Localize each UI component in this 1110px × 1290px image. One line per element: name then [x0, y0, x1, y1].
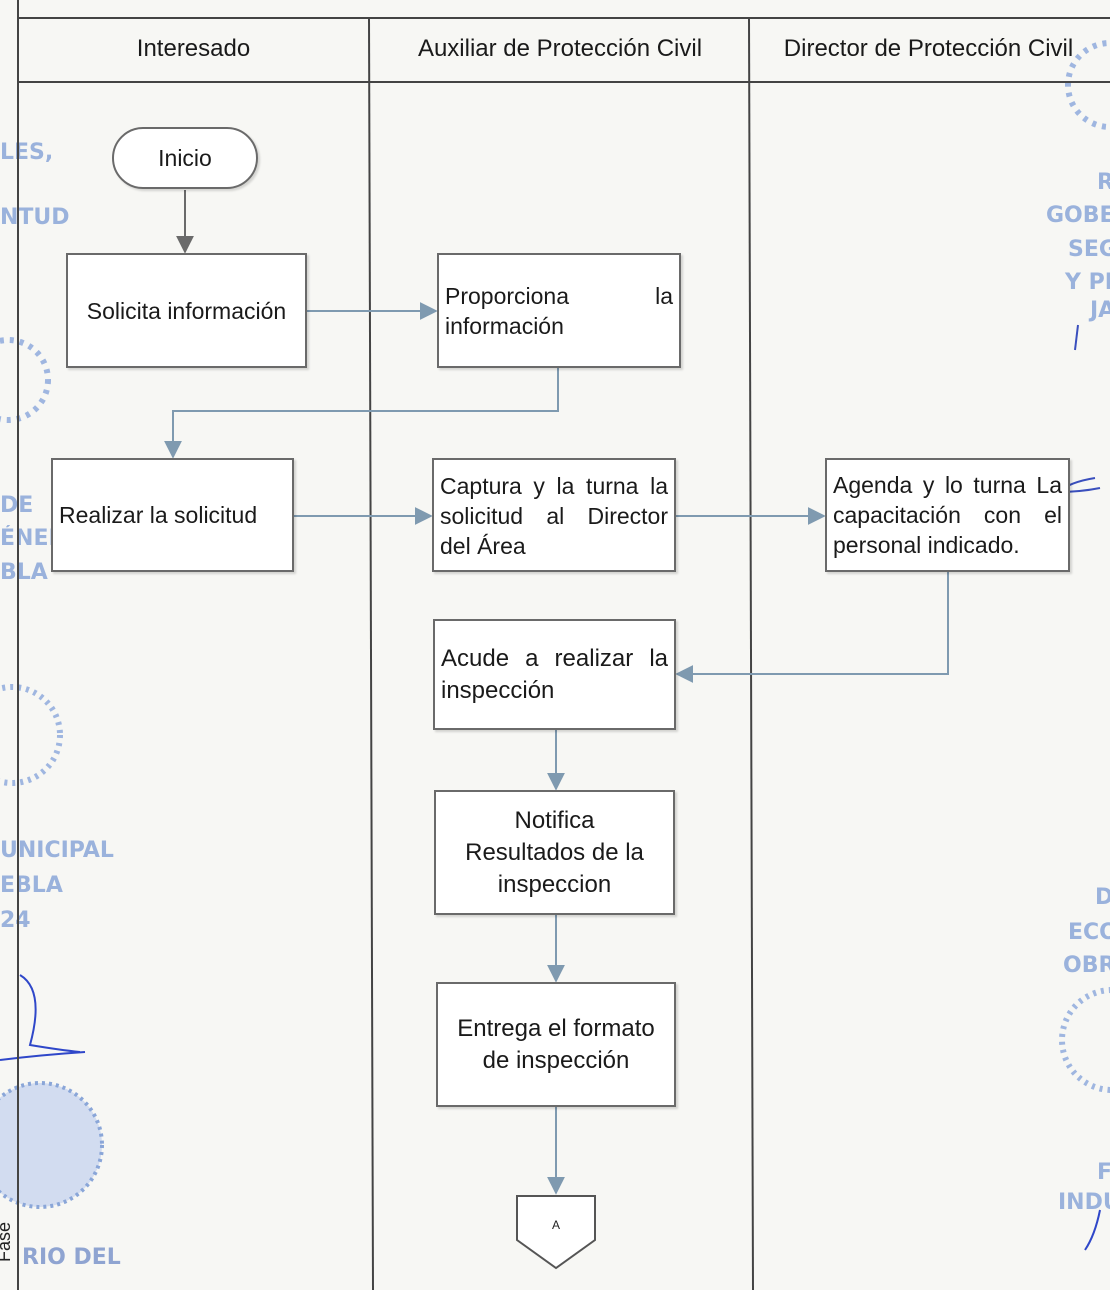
stamp-text: DE: [0, 493, 34, 518]
step-text: personal indicado.: [833, 532, 1020, 558]
step-text: Resultados de la: [465, 838, 644, 866]
stamp-text: RIO DEL: [22, 1245, 121, 1270]
step-text: Realizar la solicitud: [59, 502, 258, 528]
step-proporciona-informacion: Proporciona la información: [437, 253, 681, 368]
step-text: solicitud al Director: [440, 503, 668, 529]
stamp-text: R: [1097, 170, 1110, 195]
lane-header-auxiliar: Auxiliar de Protección Civil: [417, 35, 703, 62]
stamp-text: INDU: [1058, 1190, 1110, 1215]
step-text: inspección: [441, 676, 555, 704]
stamp-text: BLA: [0, 560, 48, 585]
connector-label: A: [552, 1218, 560, 1232]
step-entrega-formato: Entrega el formato de inspección: [436, 982, 676, 1107]
step-text: Acude a realizar la: [441, 644, 668, 672]
step-agenda-turna: Agenda y lo turna La capacitación con el…: [825, 458, 1070, 572]
step-text: Solicita información: [86, 297, 287, 324]
stamp-text: EBLA: [0, 873, 63, 898]
step-text: Proporciona la: [445, 282, 673, 309]
step-text: del Área: [440, 533, 526, 559]
step-text: inspeccion: [497, 870, 612, 898]
step-acude-inspeccion: Acude a realizar la inspección: [433, 619, 676, 730]
start-node: Inicio: [112, 127, 258, 189]
step-captura-turna: Captura y la turna la solicitud al Direc…: [432, 458, 676, 572]
stamp-text: 24: [0, 908, 31, 933]
stamp-text: Y PR: [1065, 270, 1110, 295]
stamp-text: LES,: [0, 140, 54, 165]
step-realizar-solicitud: Realizar la solicitud: [51, 458, 294, 572]
stamp-text: JA: [1090, 298, 1110, 323]
off-page-connector: [516, 1195, 596, 1270]
lane-header-director: Director de Protección Civil: [783, 35, 1074, 62]
stamp-text: SEG: [1068, 237, 1110, 262]
step-text: capacitación con el: [833, 502, 1062, 528]
step-text: Captura y la turna la: [440, 473, 668, 499]
step-solicita-informacion: Solicita información: [66, 253, 307, 368]
step-text: información: [445, 312, 564, 339]
lane-header-interesado: Interesado: [136, 35, 251, 62]
stamp-text: NTUD: [0, 205, 70, 230]
stamp-text: F: [1097, 1160, 1110, 1185]
step-text: de inspección: [482, 1046, 630, 1074]
step-notifica-resultados: Notifica Resultados de la inspeccion: [434, 790, 675, 915]
stamp-text: GOBER: [1046, 203, 1110, 228]
stamp-text: D: [1095, 885, 1110, 910]
step-text: Entrega el formato: [457, 1014, 655, 1042]
step-text: Agenda y lo turna La: [833, 472, 1062, 498]
stamp-text: OBRA: [1063, 953, 1110, 978]
stamp-text: ECO: [1068, 920, 1110, 945]
step-text: Notifica: [514, 806, 595, 834]
